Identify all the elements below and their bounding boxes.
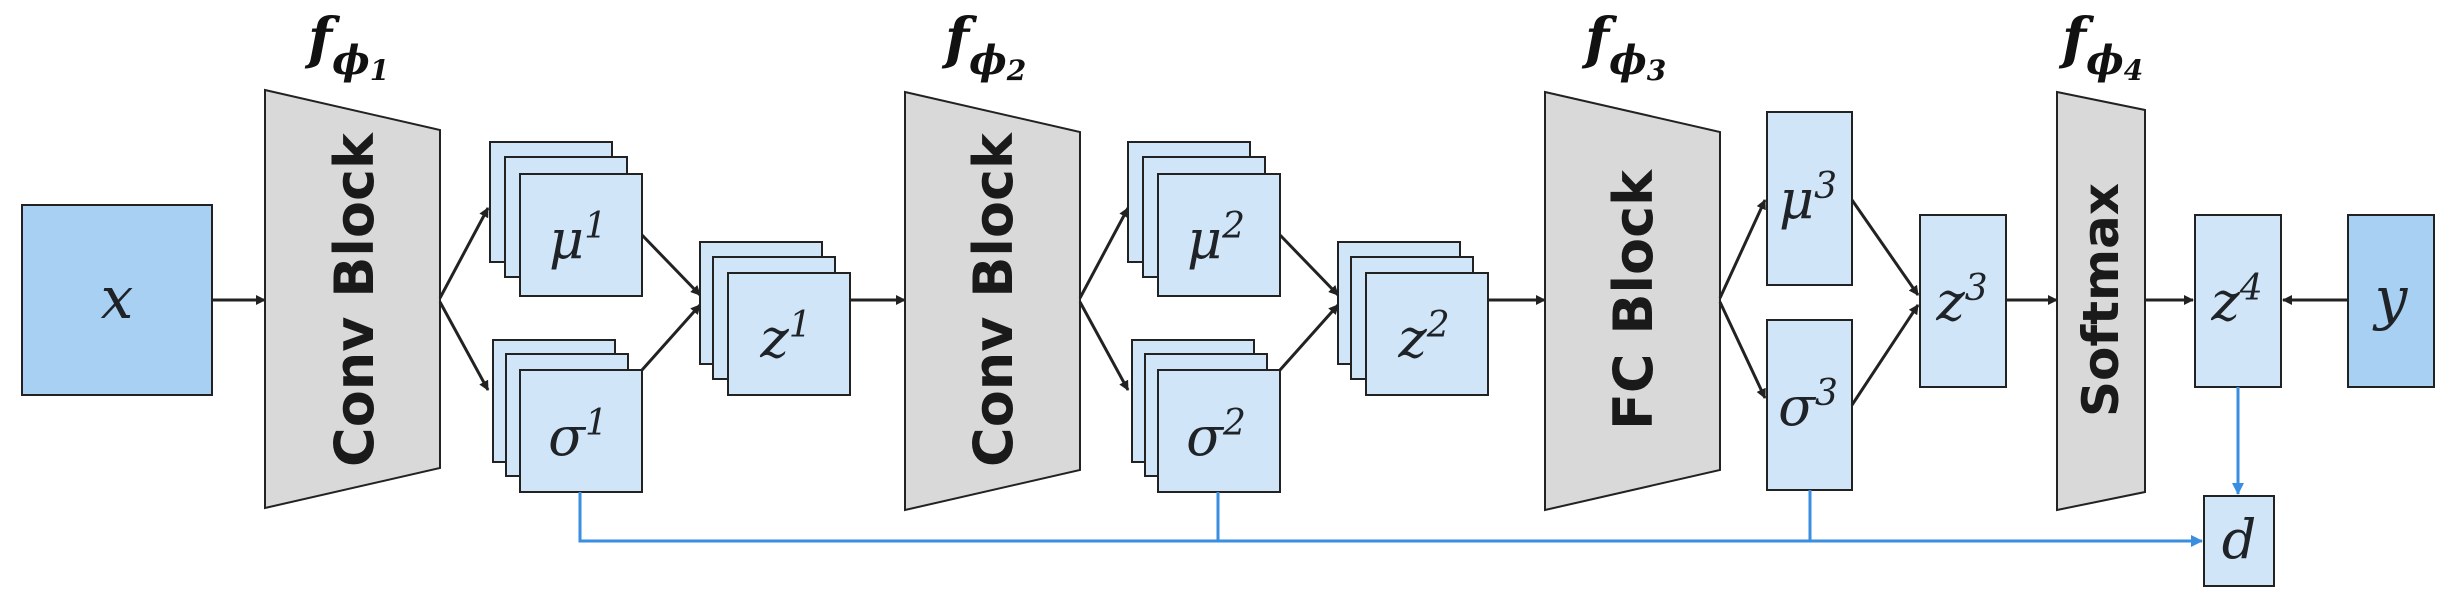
arrow-mu3-to-z3 (1850, 199, 1920, 296)
arrow-conv2-to-mu2 (1078, 207, 1130, 299)
sigma2-stack (1131, 339, 1281, 493)
f-phi2-label: fϕ2 (941, 6, 1026, 87)
input-x-label: x (101, 264, 134, 332)
conv-block-2 (904, 90, 1081, 512)
softmax-label: Softmax (2072, 183, 2130, 417)
z2-label: z2 (1397, 305, 1449, 370)
arrow-sigma1-to-z1 (640, 304, 702, 371)
mu3-label: μ3 (1779, 166, 1837, 231)
arrow-conv2-to-sigma2 (1078, 301, 1130, 391)
z2-stack (1337, 241, 1489, 396)
arrow-mu2-to-z2 (1278, 233, 1340, 297)
arrow-fc-to-sigma3 (1718, 301, 1767, 399)
softmax-block (2056, 90, 2146, 512)
f-phi4-label: fϕ4 (2058, 6, 2143, 87)
conv-block-2-label: Conv Block (962, 132, 1025, 467)
input-x-box (21, 204, 213, 396)
mu2-stack (1127, 141, 1281, 297)
arrow-conv1-to-sigma1 (438, 301, 490, 391)
fc-block (1544, 90, 1721, 512)
z1-label: z1 (759, 305, 811, 370)
sigma1-stack (492, 339, 643, 493)
mu2-label: μ2 (1187, 206, 1245, 271)
arrow-sigma2-to-z2 (1278, 304, 1340, 371)
arrow-mu1-to-z1 (640, 233, 702, 297)
f-phi1-label: fϕ1 (304, 6, 389, 87)
z4-label: z4 (2210, 268, 2262, 333)
conv-block-1-label: Conv Block (323, 132, 386, 467)
fc-block-label: FC Block (1602, 169, 1665, 430)
conv-block-1 (264, 88, 441, 510)
sigma-skip-line (578, 492, 2203, 547)
arrow-conv1-to-mu1 (438, 207, 490, 299)
z4-box (2194, 214, 2282, 388)
z3-box (1919, 214, 2007, 388)
z3-label: z3 (1935, 268, 1987, 333)
arrow-fc-to-mu3 (1718, 199, 1767, 299)
sigma3-label: σ3 (1778, 373, 1838, 438)
sigma2-label: σ2 (1186, 403, 1246, 468)
mu3-box (1766, 111, 1853, 286)
mu1-label: μ1 (549, 206, 607, 271)
z1-stack (699, 241, 851, 396)
label-y-text: y (2372, 264, 2409, 332)
f-phi3-label: fϕ3 (1581, 6, 1666, 87)
arrow-sigma3-to-z3 (1850, 304, 1920, 406)
sigma1-label: σ1 (548, 403, 608, 468)
d-label: d (2222, 508, 2257, 571)
d-box (2203, 495, 2275, 587)
mu1-stack (489, 141, 643, 297)
